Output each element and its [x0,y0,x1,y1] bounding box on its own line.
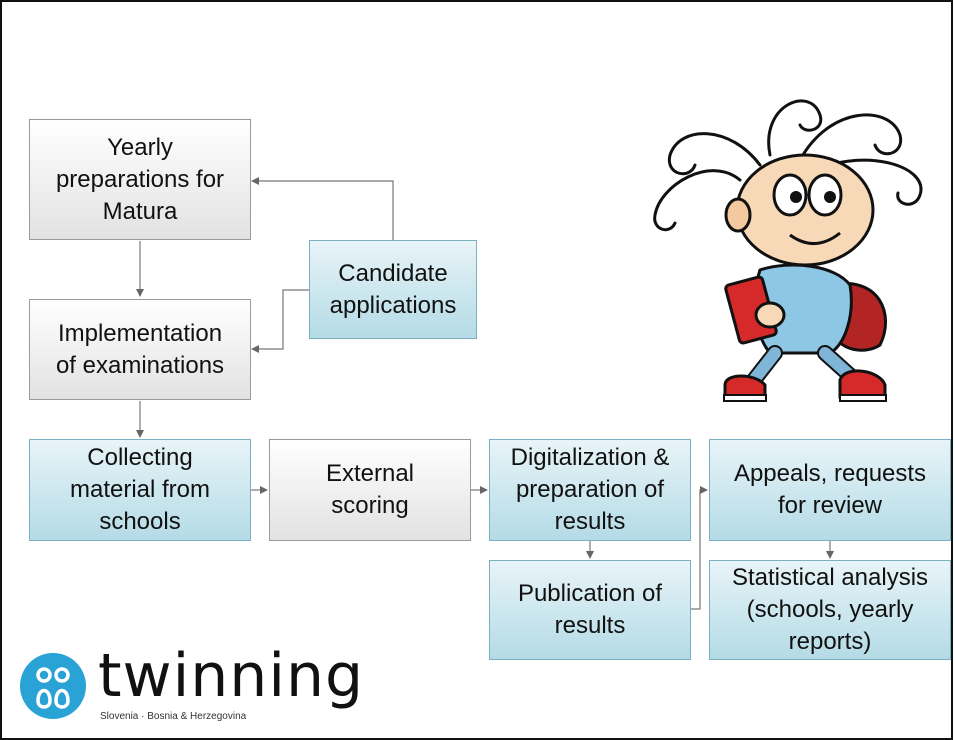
box-publication: Publication of results [489,560,691,660]
box-digitalization: Digitalization & preparation of results [489,439,691,541]
arrow-candidate-to-implementation [251,289,309,353]
arrow-publication-to-appeals [691,486,708,610]
box-external-scoring: External scoring [269,439,471,541]
box-collecting-material: Collecting material from schools [29,439,251,541]
box-statistical-analysis: Statistical analysis (schools, yearly re… [709,560,951,660]
box-yearly-preparations: Yearly preparations for Matura [29,119,251,240]
logo-wordmark: twinning [98,641,365,711]
logo-subtitle: Slovenia · Bosnia & Herzegovina [100,711,247,722]
twinning-logo: twinning Slovenia · Bosnia & Herzegovina [18,641,363,722]
box-appeals: Appeals, requests for review [709,439,951,541]
arrow-candidate-to-yearly [251,177,394,240]
box-candidate-applications: Candidate applications [309,240,477,339]
cartoon-student-illustration [653,99,923,402]
twinning-logo-emblem-icon [20,653,86,719]
box-implementation: Implementation of examinations [29,299,251,400]
connector-layer [136,177,834,610]
